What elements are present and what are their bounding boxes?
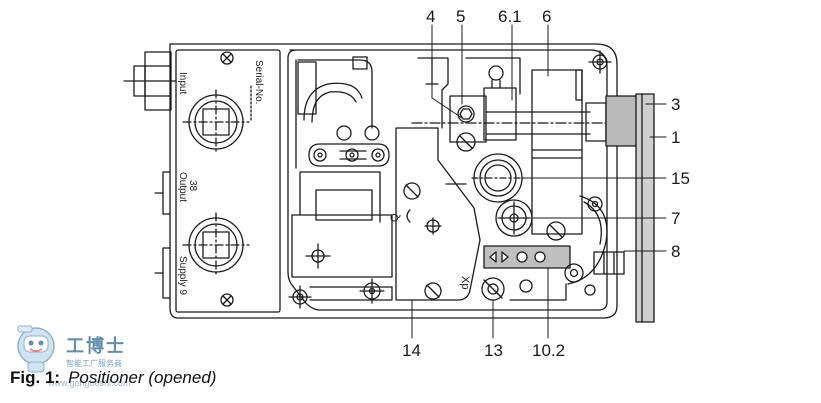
screw-icon (546, 221, 566, 241)
callout-label-6-1: 6.1 (498, 7, 522, 26)
cam-disc (471, 153, 525, 203)
bottom-frame (509, 283, 567, 301)
callout-label-5: 5 (456, 7, 465, 26)
callout-label-3: 3 (671, 95, 680, 114)
terminal-panel (175, 49, 281, 313)
lower-block (291, 214, 393, 301)
valve-block (315, 189, 373, 221)
callout-label-10-2: 10.2 (532, 341, 565, 360)
q-screw-icon (403, 182, 421, 200)
output-number-label: 38 (187, 180, 198, 192)
screw-icon (588, 50, 612, 74)
watermark-subtitle: 智能工厂服务商 (66, 359, 122, 368)
screw-icon (359, 278, 385, 304)
q-arc (406, 209, 411, 223)
figure-caption: Fig. 1: Positioner (opened) (10, 368, 216, 388)
adjustment-plate (395, 127, 481, 301)
output-label: Output (177, 172, 188, 202)
bolt-icon (364, 125, 380, 141)
figure-number: Fig. 1: (10, 368, 61, 387)
xp-mark: Xp (459, 276, 471, 289)
xp-adjust-screw (481, 277, 505, 301)
callout-label-14: 14 (402, 341, 421, 360)
screw-icon (564, 263, 584, 283)
watermark-url: www.gongboshi.com (48, 378, 131, 388)
bracket-lever (308, 143, 390, 167)
bolt-icon (584, 284, 596, 296)
q-mark: Q (389, 213, 401, 222)
bolt-icon (336, 125, 352, 141)
screw-icon (424, 282, 442, 300)
pinion-gear (495, 195, 608, 285)
callout-label-13: 13 (484, 341, 503, 360)
slider-plate (483, 245, 571, 269)
bolt-icon (519, 279, 533, 293)
callout-label-8: 8 (671, 242, 680, 261)
actuator-lever (635, 93, 655, 323)
housing-outline (169, 43, 618, 319)
pneumatic-tubing (295, 56, 373, 169)
robot-logo-icon (17, 325, 55, 373)
pin-6-1 (483, 65, 517, 141)
supply-port (182, 212, 250, 278)
shaft-coupling (585, 95, 645, 147)
serial-label: Serial-No. (253, 60, 264, 104)
connector-fitting (593, 251, 625, 275)
valve-block-frame (299, 171, 381, 223)
watermark: 工博士 智能工厂服务商 www.gongboshi.com (8, 322, 168, 400)
callout-label-15: 15 (671, 169, 690, 188)
callout-label-7: 7 (671, 209, 680, 228)
supply-label: Supply 9 (177, 256, 188, 295)
screw-icon (288, 285, 312, 309)
screw-icon (220, 51, 234, 65)
screw-icon (220, 293, 234, 307)
callout-label-1: 1 (671, 128, 680, 147)
input-fitting (123, 51, 177, 111)
callout-label-4: 4 (426, 7, 435, 26)
watermark-name: 工博士 (66, 336, 126, 357)
callout-label-6: 6 (542, 7, 551, 26)
figure-title: Positioner (opened) (68, 368, 217, 387)
inner-cavity (287, 49, 608, 311)
leader-lines (411, 24, 667, 339)
q-cross-icon (424, 217, 442, 235)
left-brackets (154, 171, 171, 299)
input-label: Input (177, 72, 188, 94)
follower-lever (531, 69, 583, 235)
clamp-block (449, 95, 487, 152)
output-port (182, 89, 250, 155)
